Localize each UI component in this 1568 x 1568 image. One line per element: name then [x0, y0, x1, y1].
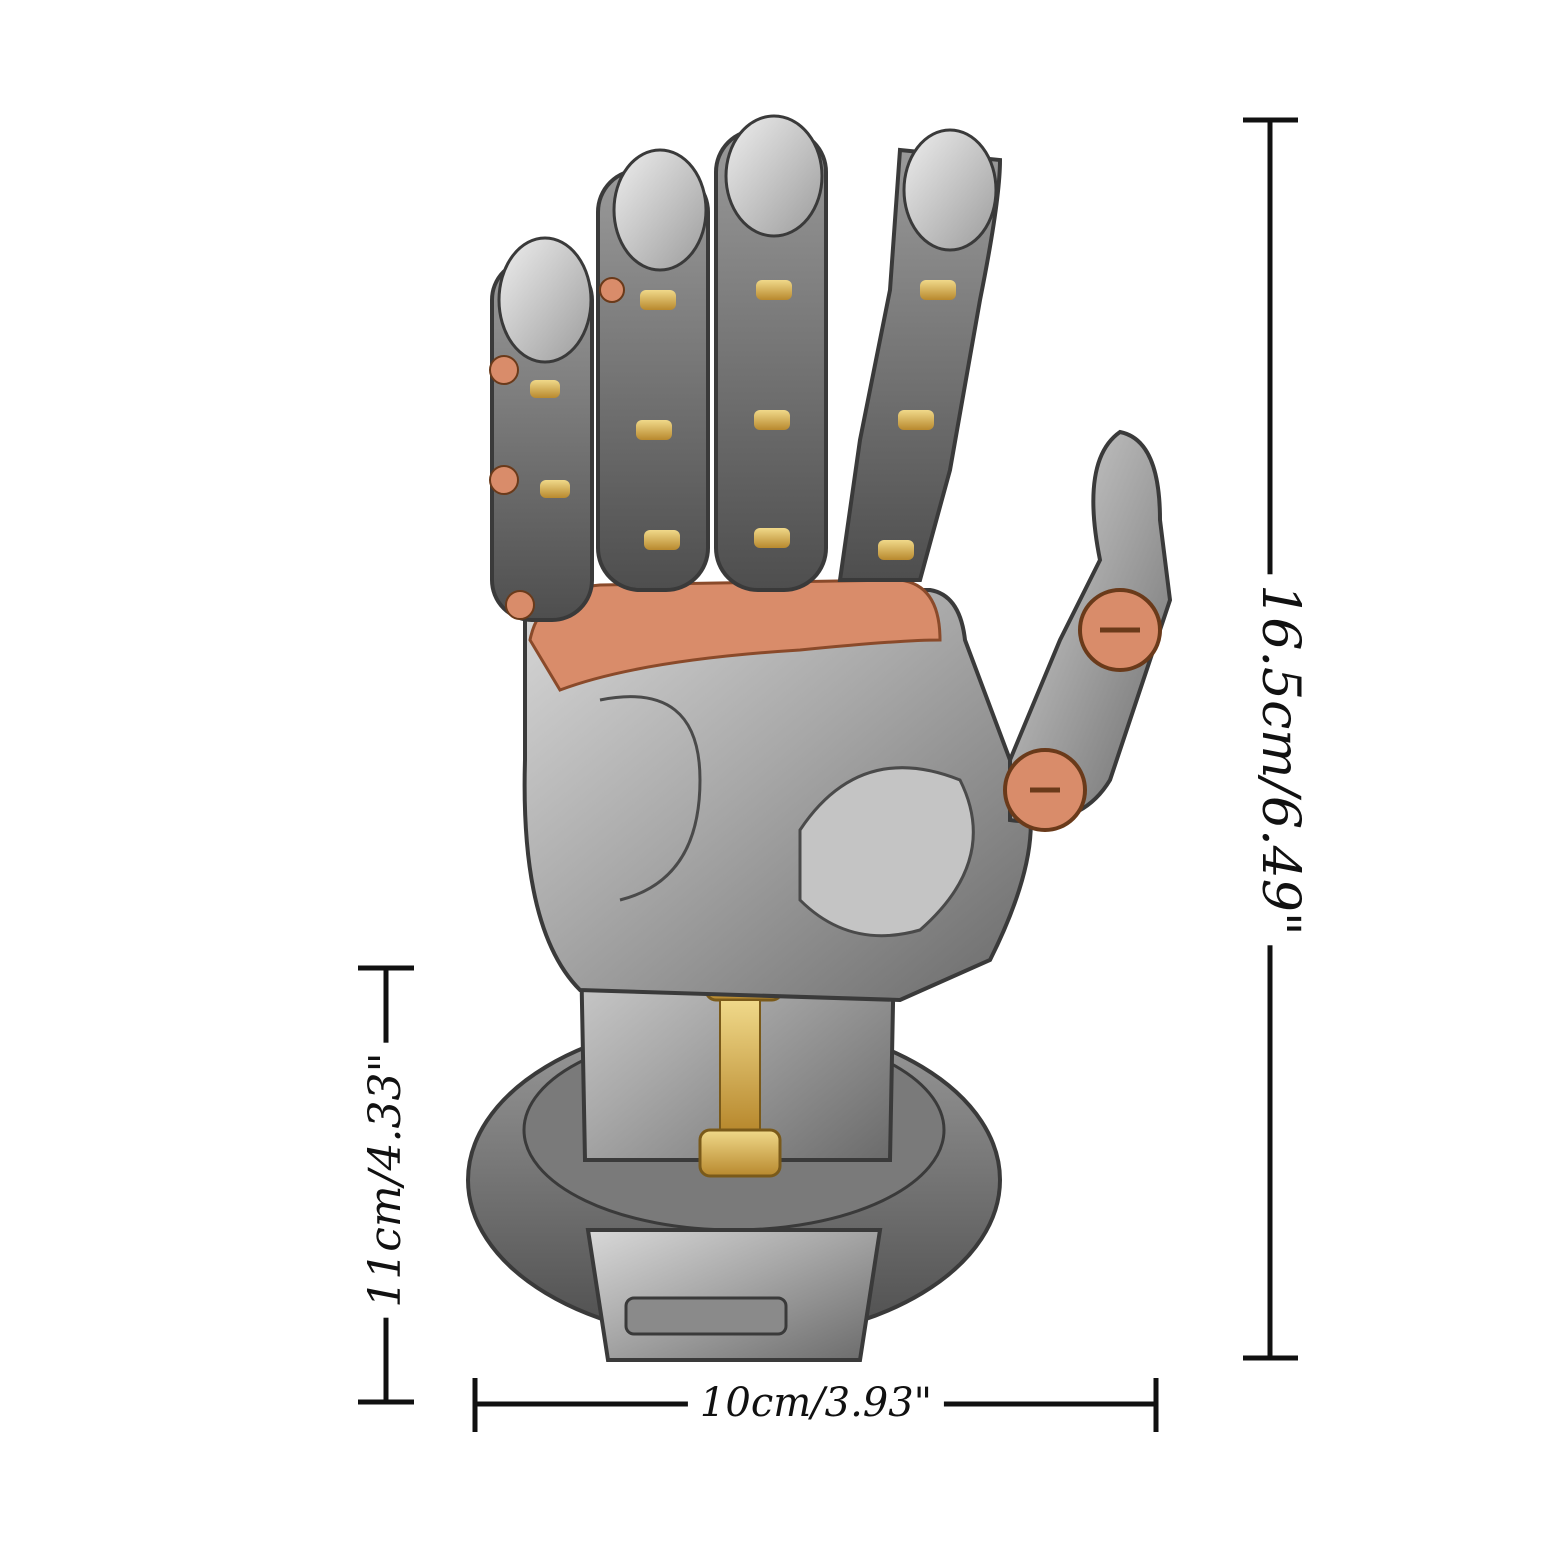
height-dimension-label: 16.5cm/6.49" [1250, 574, 1310, 946]
finger-middle [714, 114, 828, 592]
finger-pinky [489, 236, 594, 622]
width-dimension-label: 10cm/3.93" [687, 1383, 945, 1423]
finger-ring [596, 148, 710, 592]
finger-index [837, 128, 1003, 582]
hand-palm [522, 578, 1033, 1003]
finger-thumb [1003, 429, 1173, 832]
brass-clamp-bottom [698, 1128, 782, 1178]
base-height-dimension-label: 11cm/4.33" [360, 1042, 411, 1318]
brass-spring [719, 999, 761, 1131]
